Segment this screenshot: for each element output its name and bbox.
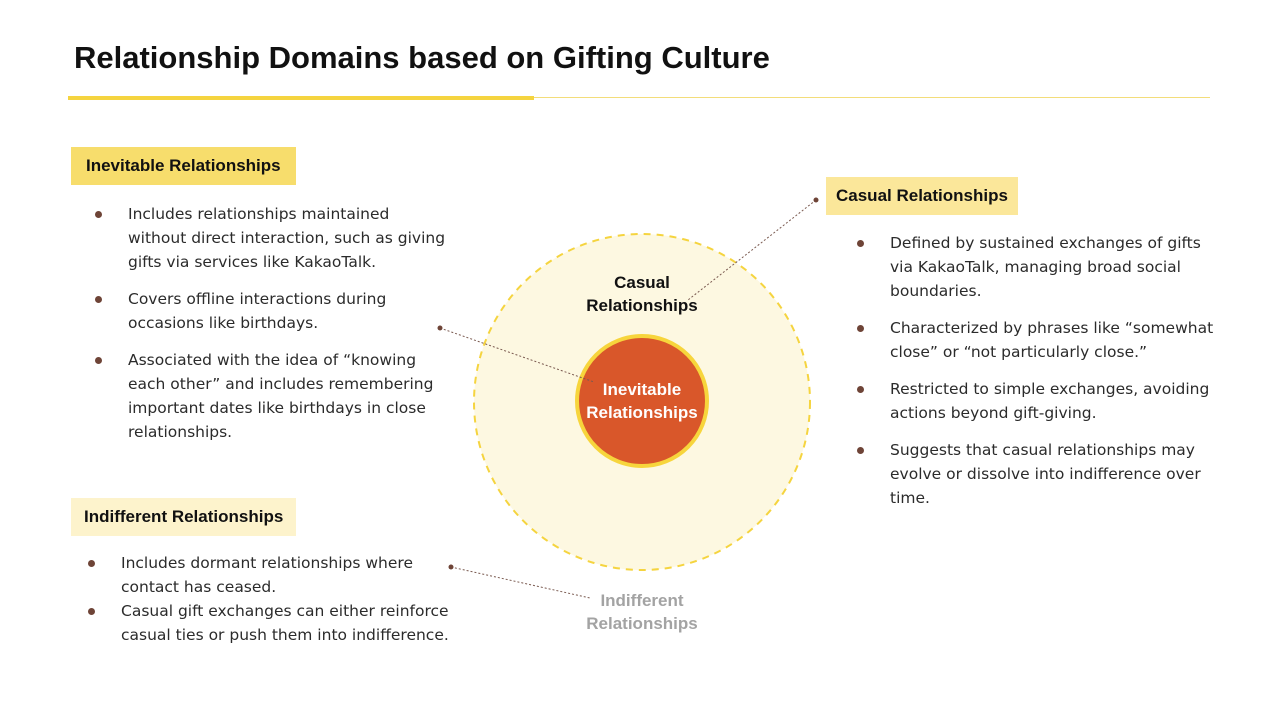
indifferent-bullet-list: Includes dormant relationships where con…: [88, 551, 451, 647]
inevitable-bullet-list: Includes relationships maintained withou…: [95, 202, 448, 457]
bullet-dot: [95, 296, 102, 303]
bullet-text: Includes dormant relationships where con…: [121, 554, 413, 596]
inevitable-circle-label-line2: Relationships: [586, 403, 698, 422]
bullet-text: Casual gift exchanges can either reinfor…: [121, 602, 449, 644]
bullet-dot: [95, 211, 102, 218]
indifferent-heading: Indifferent Relationships: [71, 498, 297, 536]
indifferent-outside-label-line2: Relationships: [586, 614, 698, 633]
list-item: Covers offline interactions during occas…: [95, 287, 448, 335]
indifferent-outside-label-line1: Indifferent: [600, 591, 684, 610]
list-item: Includes relationships maintained withou…: [95, 202, 448, 274]
casual-circle-label-line1: Casual: [614, 273, 670, 292]
list-item: Characterized by phrases like “somewhat …: [857, 316, 1220, 364]
bullet-text: Covers offline interactions during occas…: [128, 290, 387, 332]
title-underline-rule: [534, 97, 1210, 98]
bullet-text: Includes relationships maintained withou…: [128, 205, 446, 271]
connector-inevitable-dot: [437, 325, 443, 331]
list-item: Associated with the idea of “knowing eac…: [95, 348, 448, 444]
bullet-text: Defined by sustained exchanges of gifts …: [890, 234, 1201, 300]
inevitable-heading: Inevitable Relationships: [71, 147, 296, 185]
list-item: Suggests that casual relationships may e…: [857, 438, 1220, 510]
bullet-dot: [857, 447, 864, 454]
indifferent-outside-label: Indifferent Relationships: [571, 589, 713, 635]
title-underline-accent: [68, 96, 534, 100]
list-item: Casual gift exchanges can either reinfor…: [88, 599, 451, 647]
bullet-dot: [857, 240, 864, 247]
casual-circle-label-line2: Relationships: [586, 296, 698, 315]
inevitable-domain-circle: [575, 334, 709, 468]
inevitable-circle-label: Inevitable Relationships: [571, 378, 713, 424]
list-item: Restricted to simple exchanges, avoiding…: [857, 377, 1220, 425]
list-item: Includes dormant relationships where con…: [88, 551, 451, 599]
bullet-dot: [88, 608, 95, 615]
casual-heading: Casual Relationships: [826, 177, 1018, 215]
bullet-dot: [88, 560, 95, 567]
connector-indifferent-dot: [448, 564, 454, 570]
casual-circle-label: Casual Relationships: [571, 271, 713, 317]
bullet-text: Suggests that casual relationships may e…: [890, 441, 1201, 507]
bullet-dot: [857, 386, 864, 393]
connector-indifferent: [450, 566, 591, 599]
list-item: Defined by sustained exchanges of gifts …: [857, 231, 1220, 303]
bullet-dot: [95, 357, 102, 364]
connector-casual-dot: [813, 197, 819, 203]
bullet-text: Associated with the idea of “knowing eac…: [128, 351, 434, 441]
inevitable-circle-label-line1: Inevitable: [602, 380, 682, 399]
connector-inevitable: [439, 327, 595, 383]
bullet-text: Characterized by phrases like “somewhat …: [890, 319, 1214, 361]
connector-casual: [687, 199, 817, 301]
casual-bullet-list: Defined by sustained exchanges of gifts …: [857, 231, 1220, 523]
bullet-text: Restricted to simple exchanges, avoiding…: [890, 380, 1210, 422]
page-title: Relationship Domains based on Gifting Cu…: [74, 40, 770, 75]
bullet-dot: [857, 325, 864, 332]
